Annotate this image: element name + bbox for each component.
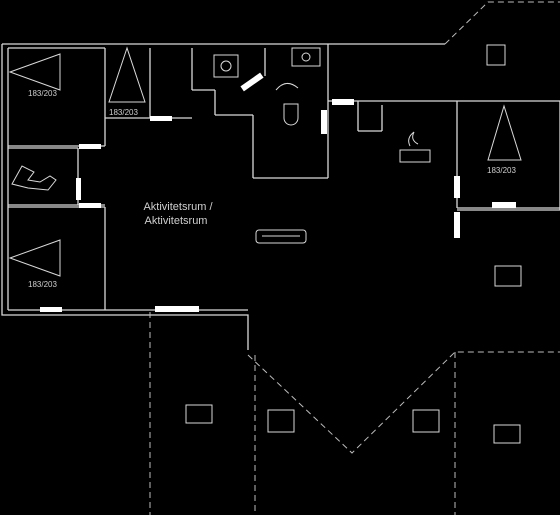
stove-icon [399,131,431,163]
bed-icon [8,239,61,277]
interior-walls [7,47,560,311]
door [79,203,101,208]
door [150,116,172,121]
bed-size-label: 183/203 [28,280,57,289]
door [454,212,460,238]
door [454,176,460,198]
bed-icon [487,104,522,161]
door [321,110,327,134]
bed-icon [8,53,61,91]
window-icon [185,44,522,444]
door [155,306,199,312]
door [492,202,516,208]
sink-icon [213,54,239,78]
door [79,144,101,149]
room-label-line-1: Aktivitetsrum / [143,201,213,213]
door [332,99,354,105]
door [76,178,81,200]
chair-icon [11,165,57,191]
door [40,307,62,312]
bed-size-label: 183/203 [28,89,57,98]
doors [40,72,516,312]
sofa-icon [255,229,307,244]
bed-icon [108,46,146,103]
toilet-icon [275,83,299,126]
bed-size-label: 183/203 [109,108,138,117]
door [240,72,264,92]
bed-size-label: 183/203 [487,166,516,175]
exterior-walls [1,43,560,350]
jacuzzi-icon [291,47,321,67]
terrace-outline [149,1,560,515]
room-label-line-2: Aktivitetsrum [145,215,208,227]
